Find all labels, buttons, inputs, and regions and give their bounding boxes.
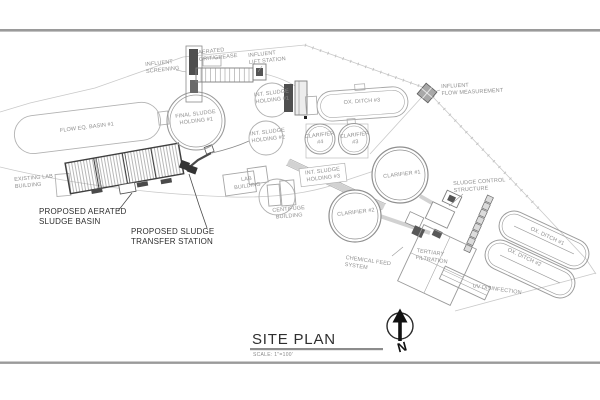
clarifier-2-shape xyxy=(328,189,382,243)
lab-building-shape xyxy=(222,165,269,197)
annotation-leader-lines xyxy=(175,65,464,257)
int-sludge-holding-2-shape xyxy=(248,120,284,156)
ox-ditch-3-shape xyxy=(304,83,409,125)
flow-eq-basin-1-shape xyxy=(13,101,170,155)
proposed-leader-lines xyxy=(117,173,208,229)
ox-ditch-1-shape xyxy=(498,210,590,270)
sludge-transfer-station-shape xyxy=(178,140,250,175)
influent-flow-measurement-shape xyxy=(416,82,438,104)
int-sludge-holding-3-label-box xyxy=(298,162,348,188)
sheet-title: SITE PLAN xyxy=(252,331,336,348)
clarifier-4-shape xyxy=(304,123,336,155)
headworks-equipment-shape xyxy=(185,45,267,103)
site-boundary-lines xyxy=(0,44,597,312)
tertiary-filtration-shape xyxy=(397,224,477,306)
label-proposed-aerated-sludge-basin: PROPOSED AERATED SLUDGE BASIN xyxy=(39,207,127,226)
aeration-ladder-shapes xyxy=(463,194,494,254)
ox-ditch-2-shape xyxy=(484,239,576,299)
title-underline xyxy=(250,348,383,351)
proposed-aerated-sludge-basin-shape xyxy=(64,142,185,195)
sludge-control-cluster-shapes xyxy=(404,189,463,239)
uv-disinfection-channel-shape xyxy=(438,265,492,301)
centrifuge-building-shape xyxy=(266,179,297,207)
sheet-scale: SCALE: 1"=100' xyxy=(253,352,294,358)
clarifier-1-shape xyxy=(371,146,429,204)
label-proposed-sludge-transfer-station: PROPOSED SLUDGE TRANSFER STATION xyxy=(131,227,215,246)
frame-rules xyxy=(0,29,600,364)
clarifier-3-shape xyxy=(338,123,370,155)
north-arrow-icon xyxy=(386,308,414,341)
splitter-structure-shape xyxy=(284,80,308,119)
